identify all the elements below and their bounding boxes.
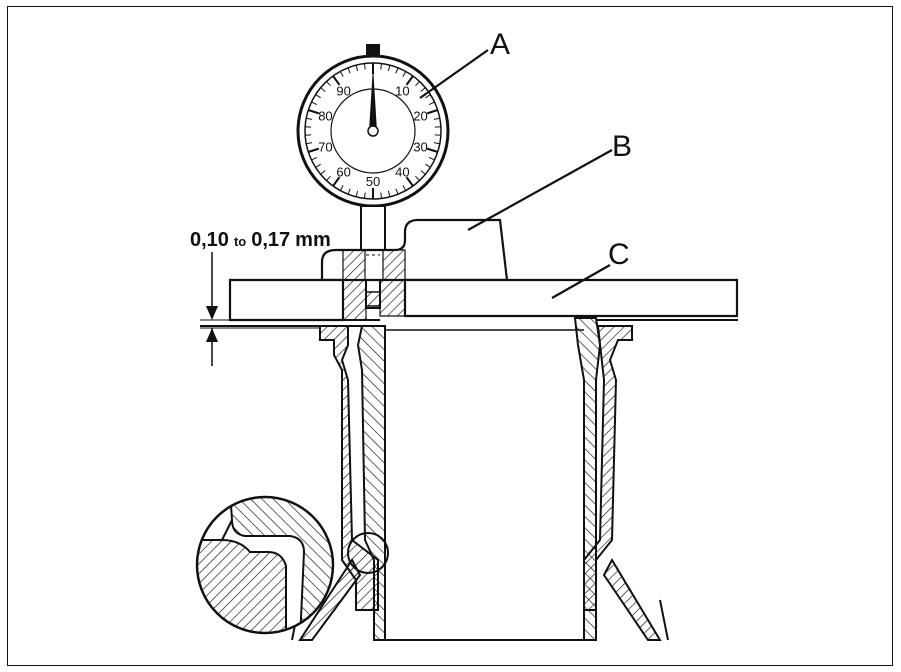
dial-tick (332, 176, 341, 187)
dial-tick (415, 175, 420, 181)
dial-tick (339, 185, 344, 191)
dial-tick (420, 87, 426, 92)
callouts (419, 49, 613, 299)
gauge-top-knob (366, 44, 380, 58)
dial-tick (387, 190, 391, 197)
dial-number: 20 (413, 109, 427, 124)
dial-tick (402, 185, 407, 191)
dial-number: 30 (413, 139, 427, 154)
detail-marker (347, 532, 389, 574)
dial-tick (311, 101, 318, 106)
dial-numbers: 10 20 30 40 50 60 70 80 90 (318, 84, 428, 189)
dial-tick (320, 170, 326, 175)
dial-number: 40 (395, 164, 409, 179)
dial-tick (425, 163, 431, 168)
dial-tick (433, 142, 440, 145)
dial-tick (363, 192, 366, 199)
dial-gauge: 10 20 30 40 50 60 70 80 90 (296, 44, 450, 309)
diagram-frame (7, 6, 893, 666)
dial-tick (308, 109, 320, 115)
dial-tick (428, 156, 435, 161)
dial-tick (315, 163, 321, 168)
dial-tick (308, 147, 320, 153)
dial-number: 80 (318, 109, 332, 124)
straight-edge-plate (228, 278, 739, 322)
dial-tick (347, 188, 351, 195)
dial-tick (380, 63, 383, 70)
dial-tick (433, 117, 440, 120)
dial-tick (306, 117, 313, 120)
dial-tick (428, 101, 435, 106)
label-a: A (490, 28, 510, 61)
gauge-holder (320, 218, 509, 282)
dial-ticks (305, 63, 441, 199)
dial-tick (315, 94, 321, 99)
label-b: B (612, 130, 632, 163)
needle-hub (367, 125, 379, 137)
dial-tick (339, 71, 344, 77)
dial-tick (355, 65, 359, 72)
dial-tick (425, 94, 431, 99)
protrusion-dimension (200, 252, 320, 366)
dial-tick (402, 71, 407, 77)
dial-tick (326, 175, 331, 181)
dial-tick (306, 142, 313, 145)
dial-tick (355, 190, 359, 197)
dial-tick (387, 65, 391, 72)
dial-tick (320, 87, 326, 92)
dial-needle (369, 66, 377, 131)
dial-tick (426, 109, 438, 115)
label-c: C (608, 238, 630, 271)
dial-tick (311, 156, 318, 161)
dial-number: 70 (318, 139, 332, 154)
dial-number: 90 (336, 84, 350, 99)
dial-number: 50 (366, 174, 380, 189)
dial-tick (332, 75, 341, 86)
dial-tick (347, 67, 351, 74)
dial-tick (420, 170, 426, 175)
dial-tick (426, 147, 438, 153)
dial-tick (415, 81, 420, 87)
dial-tick (405, 75, 414, 86)
dial-tick (380, 192, 383, 199)
dial-tick (363, 63, 366, 70)
dial-tick (395, 188, 399, 195)
dial-number: 10 (395, 84, 409, 99)
dial-tick (326, 81, 331, 87)
dial-tick (395, 67, 399, 74)
cylinder-liner-section (200, 317, 738, 641)
dial-number: 60 (336, 164, 350, 179)
detail-enlargement (195, 495, 335, 635)
dial-tick (405, 176, 414, 187)
